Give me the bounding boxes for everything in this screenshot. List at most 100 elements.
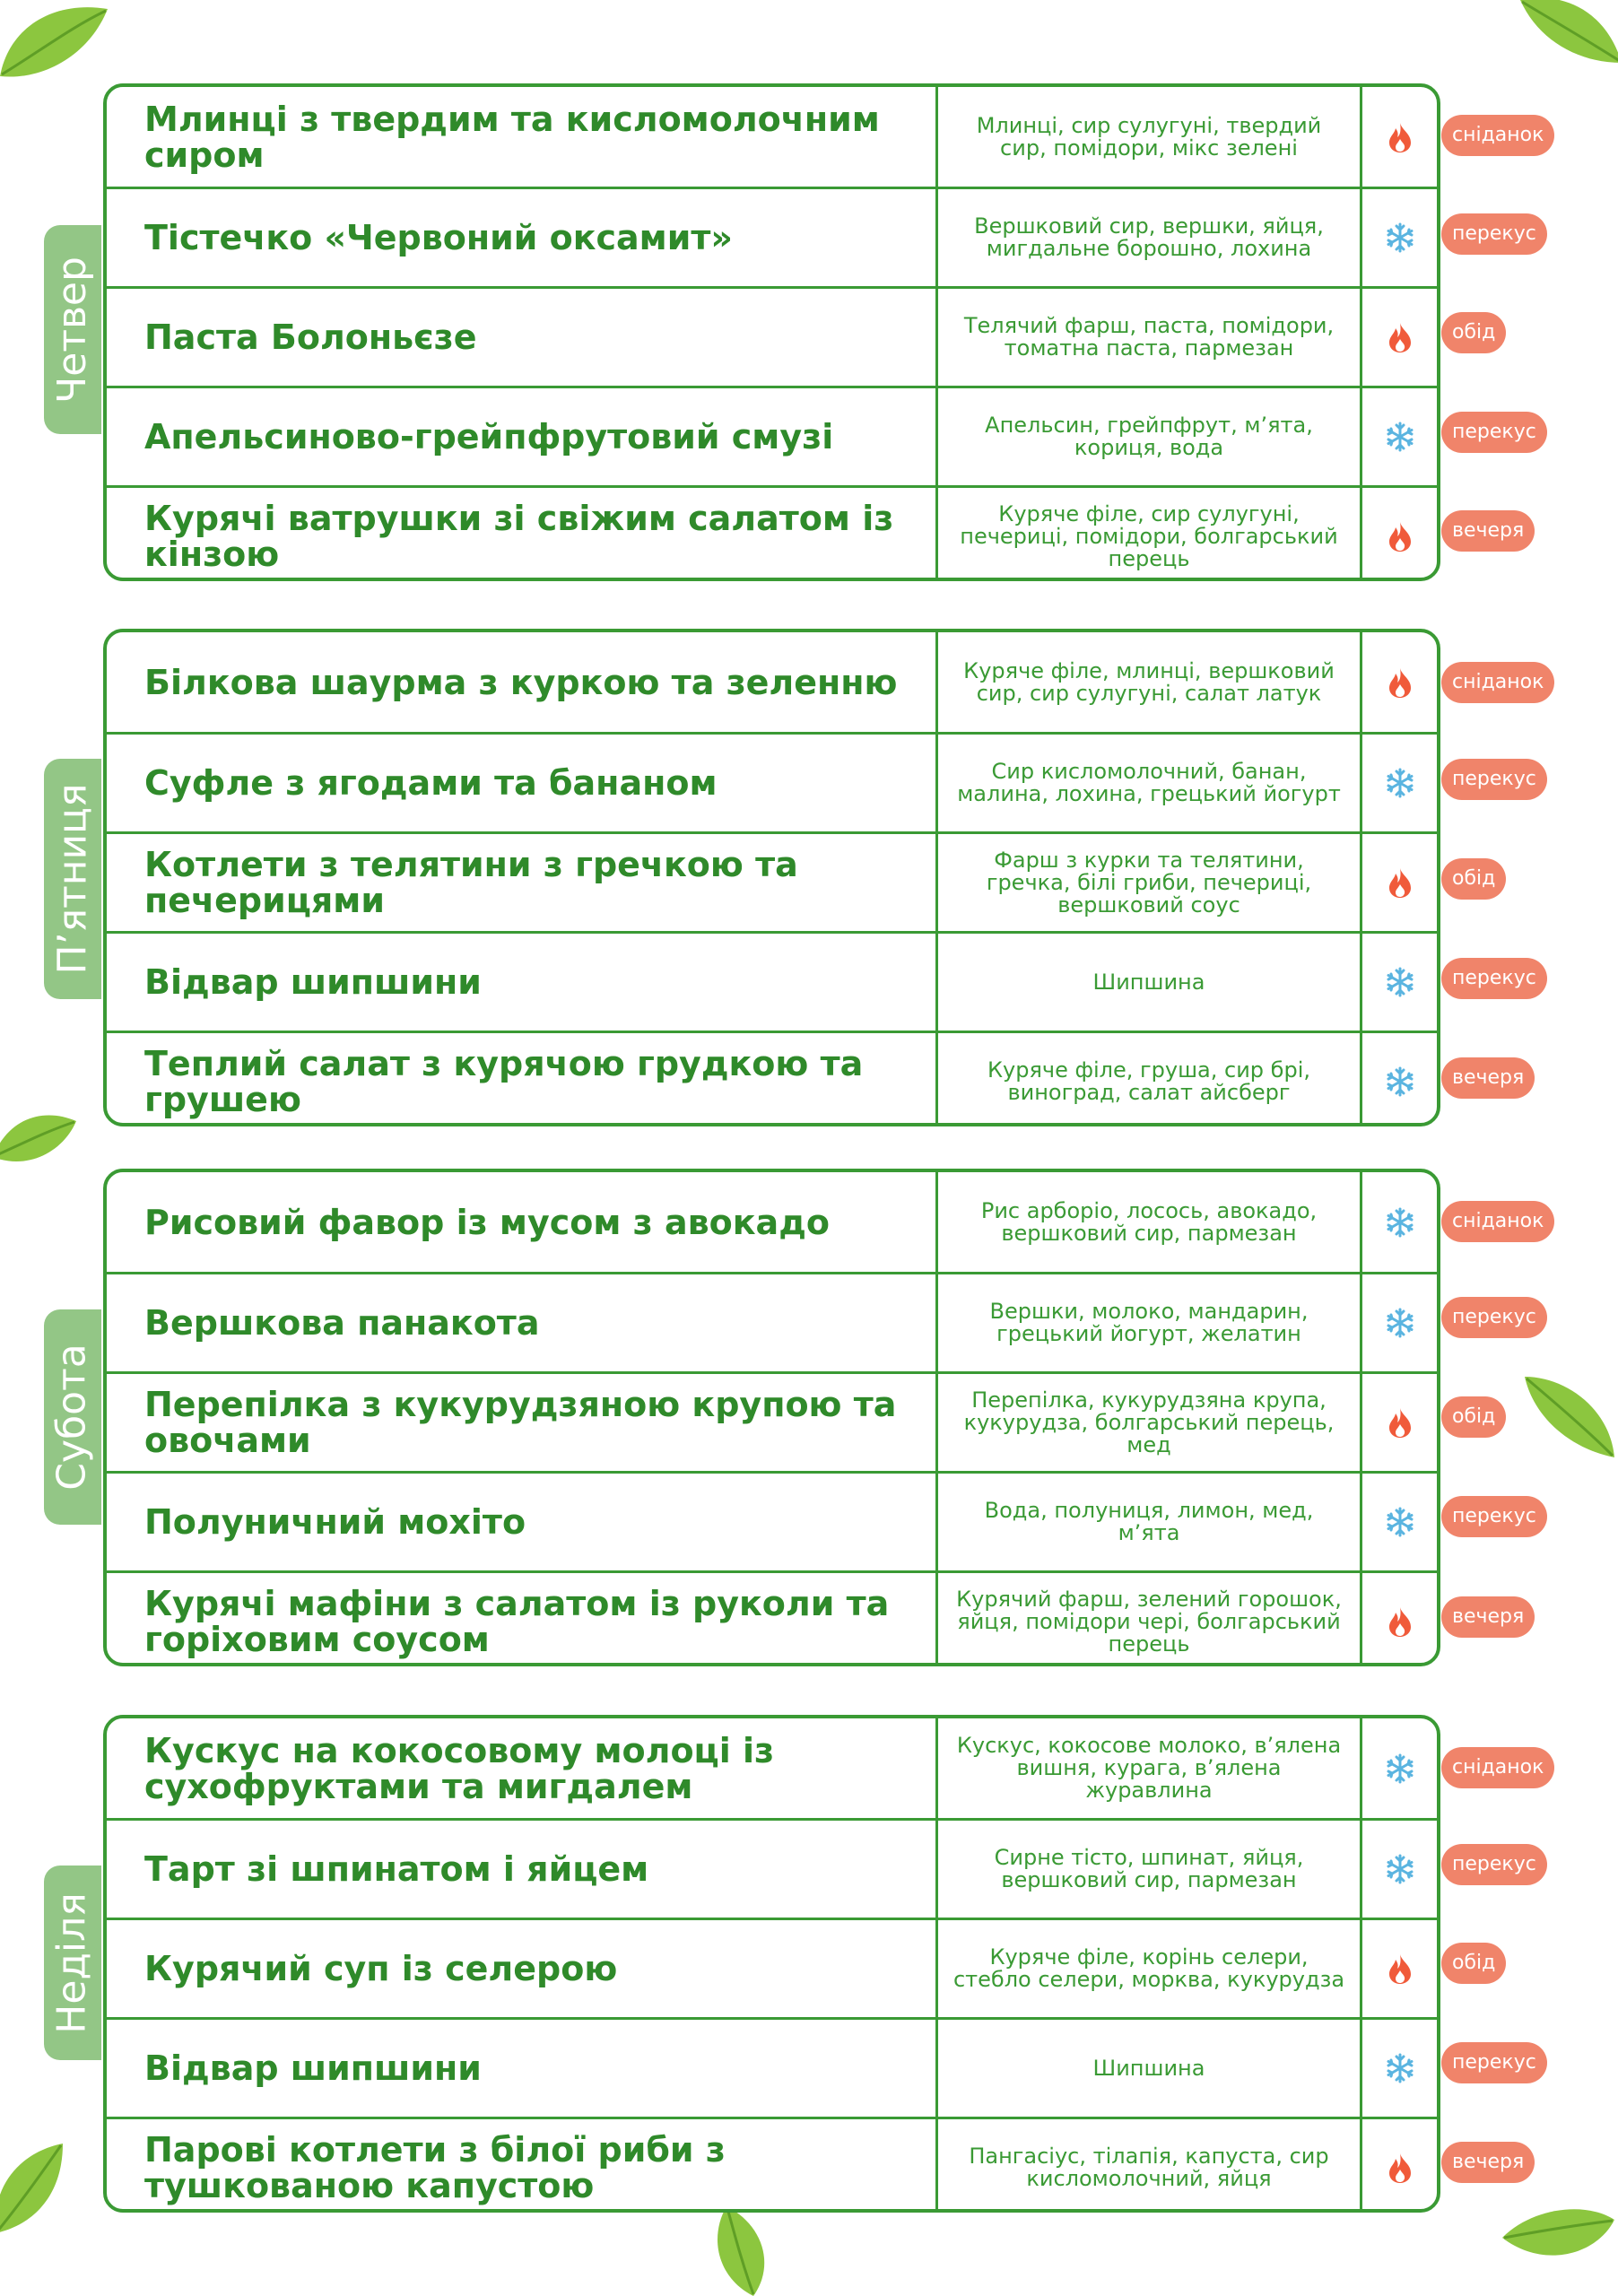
- table-row: Парові котлети з білої риби з тушкованою…: [107, 2117, 1437, 2209]
- dish-name: Апельсиново-грейпфрутовий смузі: [107, 388, 938, 485]
- day-block-thursday: Четвер Млинці з твердим та кисломолочним…: [44, 83, 1555, 581]
- day-label: Субота: [44, 1309, 101, 1525]
- day-label-text: Неділя: [49, 1892, 95, 2034]
- table-row: Курячий суп із селерою Куряче філе, корі…: [107, 1918, 1437, 2017]
- ingredients: Вершковий сир, вершки, яйця, мигдальне б…: [938, 189, 1362, 286]
- fire-icon: [1362, 87, 1437, 187]
- table-row: Вершкова панакота Вершки, молоко, мандар…: [107, 1272, 1437, 1371]
- ingredients: Телячий фарш, паста, помідори, томатна п…: [938, 289, 1362, 386]
- day-block-saturday: Субота Рисовий фавор із мусом з авокадо …: [44, 1169, 1555, 1666]
- table-row: Курячі ватрушки зі свіжим салатом із кін…: [107, 485, 1437, 578]
- dish-name: Курячі мафіни з салатом із руколи та гор…: [107, 1573, 938, 1663]
- meal-type-badge: сніданок: [1441, 662, 1555, 703]
- ingredients: Курячий фарш, зелений горошок, яйця, пом…: [938, 1573, 1362, 1663]
- ingredients: Кускус, кокосове молоко, в’ялена вишня, …: [938, 1718, 1362, 1818]
- dish-name: Відвар шипшини: [107, 2020, 938, 2117]
- dish-name: Тарт зі шпинатом і яйцем: [107, 1821, 938, 1918]
- leaf-decoration-icon: [718, 2206, 765, 2296]
- meal-type-badge: перекус: [1441, 958, 1547, 999]
- ingredients: Сирне тісто, шпинат, яйця, вершковий сир…: [938, 1821, 1362, 1918]
- fire-icon: [1362, 1920, 1437, 2017]
- snowflake-icon: [1362, 1172, 1437, 1272]
- dish-name: Паста Болоньєзе: [107, 289, 938, 386]
- ingredients: Вершки, молоко, мандарин, грецький йогур…: [938, 1274, 1362, 1371]
- ingredients: Куряче філе, корінь селери, стебло селер…: [938, 1920, 1362, 2017]
- day-label: П’ятниця: [44, 759, 101, 999]
- dish-name: Тістечко «Червоний оксамит»: [107, 189, 938, 286]
- table-row: Млинці з твердим та кисломолочним сиром …: [107, 87, 1437, 187]
- menu-table: Рисовий фавор із мусом з авокадо Рис арб…: [103, 1169, 1440, 1666]
- leaf-decoration-icon: [0, 7, 108, 77]
- fire-icon: [1362, 632, 1437, 732]
- day-label-text: Четвер: [49, 256, 96, 404]
- meal-type-badge: перекус: [1441, 759, 1547, 800]
- ingredients: Куряче філе, млинці, вершковий сир, сир …: [938, 632, 1362, 732]
- meal-type-badge: перекус: [1441, 2042, 1547, 2083]
- ingredients: Рис арборіо, лосось, авокадо, вершковий …: [938, 1172, 1362, 1272]
- meal-type-badge: обід: [1441, 1943, 1507, 1984]
- snowflake-icon: [1362, 189, 1437, 286]
- day-block-sunday: Неділя Кускус на кокосовому молоці із су…: [44, 1715, 1555, 2213]
- fire-icon: [1362, 289, 1437, 386]
- table-row: Курячі мафіни з салатом із руколи та гор…: [107, 1570, 1437, 1663]
- menu-table: Білкова шаурма з куркою та зеленню Куряч…: [103, 629, 1440, 1126]
- dish-name: Білкова шаурма з куркою та зеленню: [107, 632, 938, 732]
- dish-name: Курячі ватрушки зі свіжим салатом із кін…: [107, 488, 938, 578]
- table-row: Відвар шипшини Шипшина: [107, 2017, 1437, 2117]
- day-label-text: П’ятниця: [49, 783, 96, 975]
- table-row: Рисовий фавор із мусом з авокадо Рис арб…: [107, 1172, 1437, 1272]
- meal-type-badge: вечеря: [1441, 2142, 1535, 2183]
- ingredients: Шипшина: [938, 934, 1362, 1031]
- fire-icon: [1362, 1374, 1437, 1471]
- dish-name: Курячий суп із селерою: [107, 1920, 938, 2017]
- fire-icon: [1362, 488, 1437, 578]
- meal-type-badge: вечеря: [1441, 1057, 1535, 1099]
- table-row: Перепілка з кукурудзяною крупою та овоча…: [107, 1371, 1437, 1471]
- snowflake-icon: [1362, 1718, 1437, 1818]
- leaf-decoration-icon: [1502, 2209, 1614, 2256]
- table-row: Теплий салат з курячою грудкою та грушею…: [107, 1031, 1437, 1123]
- table-row: Кускус на кокосовому молоці із сухофрукт…: [107, 1718, 1437, 1818]
- leaf-decoration-icon: [0, 1115, 76, 1161]
- meal-type-badge: перекус: [1441, 1496, 1547, 1537]
- fire-icon: [1362, 2119, 1437, 2209]
- day-block-friday: П’ятниця Білкова шаурма з куркою та зеле…: [44, 629, 1555, 1126]
- ingredients: Фарш з курки та телятини, гречка, білі г…: [938, 834, 1362, 931]
- dish-name: Суфле з ягодами та бананом: [107, 735, 938, 831]
- day-label: Неділя: [44, 1866, 101, 2060]
- meal-type-badge: перекус: [1441, 1844, 1547, 1885]
- dish-name: Млинці з твердим та кисломолочним сиром: [107, 87, 938, 187]
- snowflake-icon: [1362, 2020, 1437, 2117]
- table-row: Полуничний мохіто Вода, полуниця, лимон,…: [107, 1471, 1437, 1570]
- dish-name: Вершкова панакота: [107, 1274, 938, 1371]
- dish-name: Перепілка з кукурудзяною крупою та овоча…: [107, 1374, 938, 1471]
- snowflake-icon: [1362, 388, 1437, 485]
- dish-name: Полуничний мохіто: [107, 1474, 938, 1570]
- table-row: Апельсиново-грейпфрутовий смузі Апельсин…: [107, 386, 1437, 485]
- table-row: Тістечко «Червоний оксамит» Вершковий си…: [107, 187, 1437, 286]
- dish-name: Рисовий фавор із мусом з авокадо: [107, 1172, 938, 1272]
- ingredients: Сир кисломолочний, банан, малина, лохина…: [938, 735, 1362, 831]
- meal-type-badge: обід: [1441, 1396, 1507, 1438]
- meal-type-badge: сніданок: [1441, 1747, 1555, 1788]
- ingredients: Млинці, сир сулугуні, твердий сир, помід…: [938, 87, 1362, 187]
- snowflake-icon: [1362, 735, 1437, 831]
- meal-type-badge: обід: [1441, 858, 1507, 900]
- snowflake-icon: [1362, 1474, 1437, 1570]
- meal-type-badge: обід: [1441, 312, 1507, 353]
- meal-type-badge: вечеря: [1441, 510, 1535, 552]
- menu-table: Млинці з твердим та кисломолочним сиром …: [103, 83, 1440, 581]
- ingredients: Перепілка, кукурудзяна крупа, кукурудза,…: [938, 1374, 1362, 1471]
- ingredients: Пангасіус, тілапія, капуста, сир кисломо…: [938, 2119, 1362, 2209]
- meal-type-badge: сніданок: [1441, 115, 1555, 156]
- table-row: Котлети з телятини з гречкою та печериця…: [107, 831, 1437, 931]
- ingredients: Куряче філе, сир сулугуні, печериці, пом…: [938, 488, 1362, 578]
- ingredients: Шипшина: [938, 2020, 1362, 2117]
- fire-icon: [1362, 834, 1437, 931]
- leaf-decoration-icon: [1525, 1377, 1614, 1457]
- menu-table: Кускус на кокосовому молоці із сухофрукт…: [103, 1715, 1440, 2213]
- leaf-decoration-icon: [0, 2144, 63, 2232]
- meal-type-badge: вечеря: [1441, 1596, 1535, 1638]
- snowflake-icon: [1362, 1821, 1437, 1918]
- meal-type-badge: перекус: [1441, 1297, 1547, 1338]
